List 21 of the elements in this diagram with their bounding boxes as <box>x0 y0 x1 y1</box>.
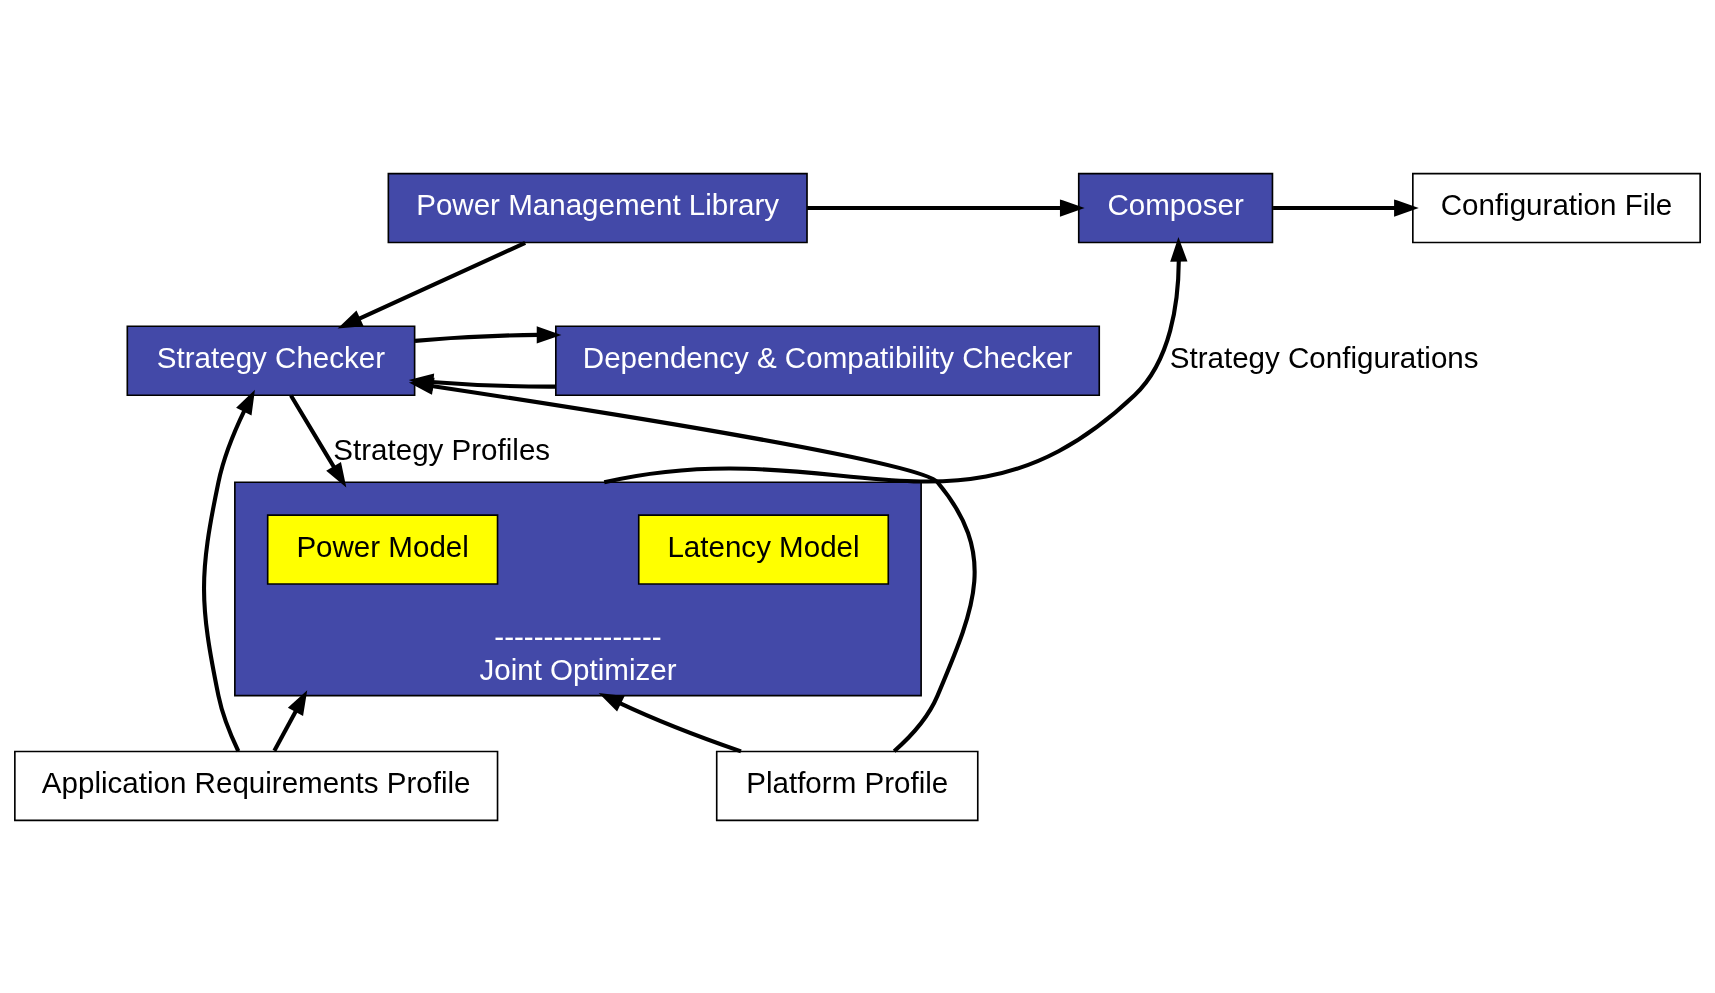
edge-label: Strategy Configurations <box>1169 340 1479 374</box>
node-box: Application Requirements Profile <box>14 750 499 821</box>
node-box: Configuration File <box>1412 172 1701 243</box>
arrow <box>272 689 308 752</box>
arrow <box>603 236 1188 484</box>
node-box: Power Management Library <box>387 172 808 243</box>
node-box: Platform Profile <box>715 750 979 821</box>
arrow <box>408 377 977 753</box>
arrow <box>337 240 527 329</box>
node-box: Power Model <box>266 513 499 585</box>
arrow <box>289 393 347 488</box>
node-box: Dependency & Compatibility Checker <box>555 324 1101 396</box>
node-box: Strategy Checker <box>126 324 416 396</box>
arrow <box>1273 198 1419 217</box>
arrow <box>598 692 742 753</box>
arrow <box>414 325 562 344</box>
edge-label: Strategy Profiles <box>333 432 551 466</box>
node-box: Latency Model <box>637 513 890 585</box>
arrow <box>807 198 1085 217</box>
node-box: Composer <box>1077 172 1274 243</box>
arrow <box>202 389 255 752</box>
